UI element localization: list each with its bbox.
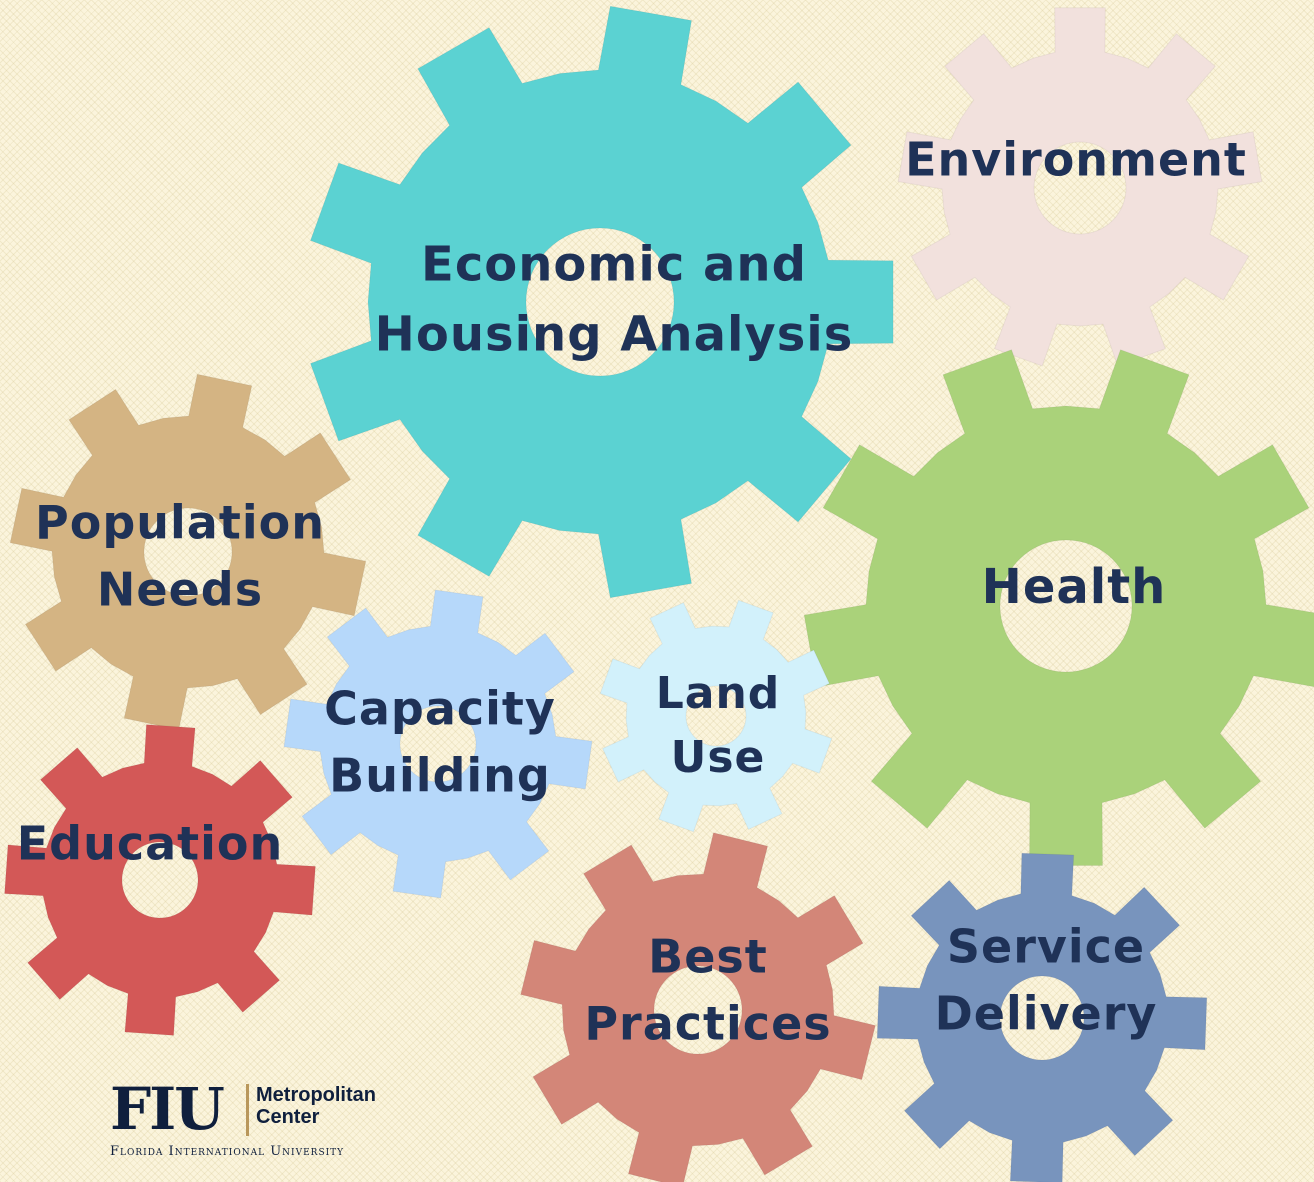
gear-label-line: Best	[648, 929, 768, 984]
gear-label-line: Building	[329, 748, 551, 802]
fiu-logo-mark: FIU	[110, 1075, 225, 1143]
gear-label-line: Delivery	[934, 986, 1158, 1040]
gear-label-line: Land	[655, 668, 781, 720]
gear-label-line: Use	[670, 732, 766, 783]
gear-economic	[310, 5, 894, 599]
gear-label-line: Health	[981, 559, 1167, 616]
gear-label-line: Capacity	[324, 681, 556, 736]
gear-education	[4, 724, 316, 1036]
gear-capacity	[283, 589, 593, 899]
gear-label-line: Housing Analysis	[374, 306, 854, 362]
logo-name-line-2: Center	[256, 1106, 320, 1128]
gear-label-line: Economic and	[421, 236, 807, 293]
gear-label-line: Needs	[96, 562, 264, 616]
logo-university-name: Florida International University	[110, 1144, 345, 1159]
gear-landuse	[599, 599, 833, 833]
gear-label-line: Practices	[584, 996, 832, 1050]
gear-population	[9, 373, 367, 731]
logo-center-name: Metropolitan Center	[256, 1084, 376, 1128]
gear-best	[520, 832, 876, 1182]
gear-label-line: Environment	[905, 132, 1247, 187]
logo-name-line-1: Metropolitan	[256, 1084, 376, 1106]
gear-label-line: Education	[16, 816, 284, 871]
gear-label-environment: Environment	[905, 127, 1247, 194]
gear-environment	[897, 7, 1263, 367]
gear-service	[876, 852, 1208, 1182]
gear-label-line: Service	[946, 919, 1146, 974]
gear-label-line: Population	[35, 495, 325, 550]
fiu-metropolitan-center-logo: FIU Metropolitan Center Florida Internat…	[110, 1078, 410, 1164]
gear-label-health: Health	[982, 553, 1167, 623]
gear-label-education: Education	[17, 811, 284, 878]
logo-divider	[246, 1084, 249, 1136]
